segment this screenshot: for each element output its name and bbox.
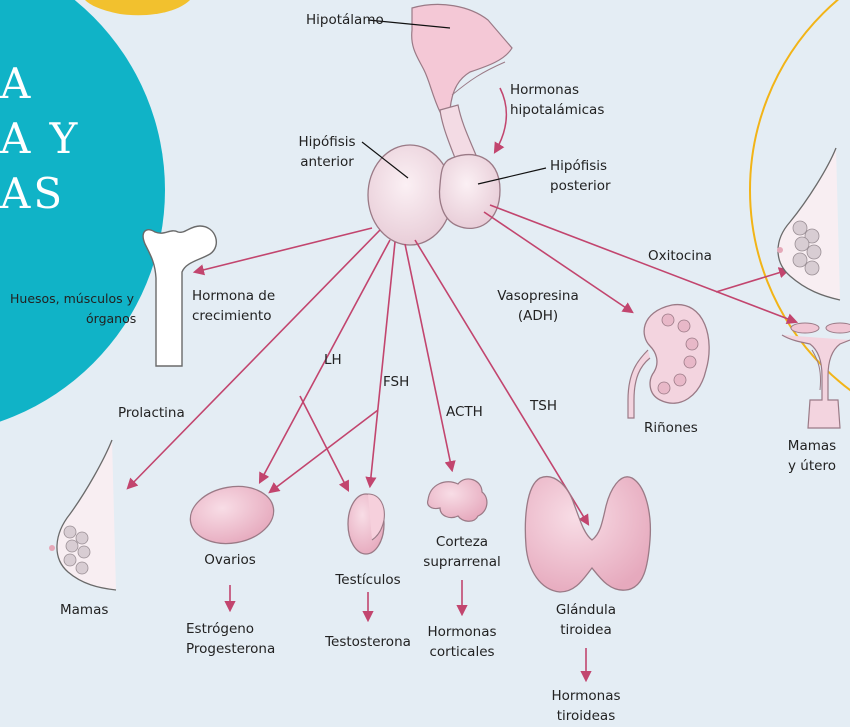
label-hipofisis-anterior-1: Hipófisis (282, 132, 372, 152)
label-huesos-2: órganos (86, 309, 136, 329)
label-mamas: Mamas (60, 600, 108, 620)
label-hormonas-hipotalamicas-1: Hormonas (510, 80, 579, 100)
label-hormona-crecimiento-2: crecimiento (192, 306, 271, 326)
pituitary-stalk (440, 105, 478, 160)
label-oxitocina: Oxitocina (648, 246, 712, 266)
label-hipofisis-posterior-1: Hipófisis (550, 156, 607, 176)
label-mamas-utero-1: Mamas (774, 436, 850, 456)
thyroid-illustration (525, 477, 650, 592)
label-acth: ACTH (446, 402, 483, 422)
acth-arrow (405, 244, 452, 470)
label-corteza-2: suprarrenal (412, 552, 512, 572)
label-vasopresina-1: Vasopresina (488, 286, 588, 306)
label-hormonas-hipotalamicas-2: hipotalámicas (510, 100, 604, 120)
label-lh: LH (324, 350, 342, 370)
label-rinones: Riñones (644, 418, 698, 438)
ovary-illustration (186, 480, 278, 550)
label-fsh: FSH (383, 372, 409, 392)
kidney-illustration (644, 305, 709, 404)
label-hipofisis-anterior-2: anterior (282, 152, 372, 172)
uterus-illustration (782, 323, 850, 428)
label-tiroideas-1: Hormonas (536, 686, 636, 706)
hormone-arrows (128, 205, 796, 680)
label-testiculos: Testículos (318, 570, 418, 590)
label-corticales-1: Hormonas (412, 622, 512, 642)
hypothalamus-shape (412, 4, 512, 112)
label-tsh: TSH (530, 396, 557, 416)
label-prolactina: Prolactina (118, 403, 185, 423)
label-huesos-1: Huesos, músculos y (10, 289, 134, 309)
label-ovarios: Ovarios (180, 550, 280, 570)
label-vasopresina-2: (ADH) (488, 306, 588, 326)
label-estrogeno-1: Estrógeno (186, 619, 254, 639)
fsh-arrow (370, 242, 395, 486)
label-hipotalamo: Hipotálamo (306, 10, 384, 30)
label-corteza-1: Corteza (412, 532, 512, 552)
testicle-illustration (348, 494, 384, 554)
label-hormona-crecimiento-1: Hormona de (192, 286, 275, 306)
label-testosterona: Testosterona (312, 632, 424, 652)
tsh-arrow (415, 240, 588, 524)
circle-text-line3: AS (0, 170, 65, 218)
circle-text-line2: A Y (0, 115, 80, 163)
hypothalamic-hormones-arrow (495, 88, 506, 152)
circle-text-line1: A (0, 60, 33, 108)
label-corticales-2: corticales (412, 642, 512, 662)
label-hipofisis-posterior-2: posterior (550, 176, 611, 196)
label-glandula-2: tiroidea (536, 620, 636, 640)
label-glandula-1: Glándula (536, 600, 636, 620)
breast-top-right (778, 148, 840, 300)
yellow-accent-shape (85, 0, 190, 15)
label-estrogeno-2: Progesterona (186, 639, 275, 659)
adrenal-cortex-illustration (428, 479, 487, 521)
label-mamas-utero-2: y útero (774, 456, 850, 476)
label-tiroideas-2: tiroideas (536, 706, 636, 726)
